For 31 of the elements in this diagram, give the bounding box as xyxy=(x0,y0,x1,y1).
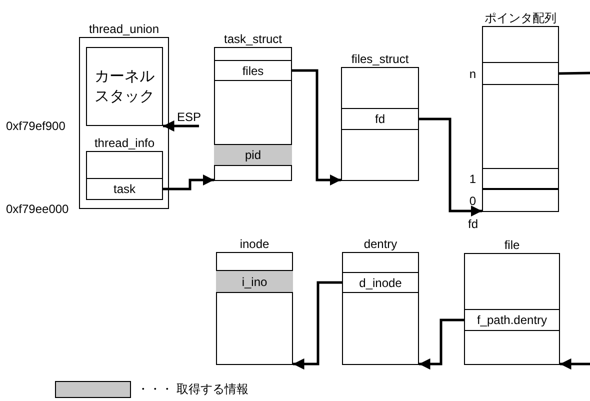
stack-box: カーネルスタック xyxy=(86,47,163,126)
struct-title: task_struct xyxy=(224,32,282,46)
address-label: 0xf79ee000 xyxy=(6,202,69,216)
struct-title: dentry xyxy=(364,237,398,251)
struct-title: file xyxy=(504,238,520,252)
pointer-arrow xyxy=(560,358,590,370)
legend-label: ・・・ 取得する情報 xyxy=(137,381,248,398)
index-label: 0 xyxy=(469,192,476,210)
pointer-arrow xyxy=(163,174,214,190)
field-row: i_ino xyxy=(216,270,293,293)
struct-title: inode xyxy=(240,237,270,251)
address-label: 0xf79ef900 xyxy=(6,119,66,133)
register-label: ESP xyxy=(177,110,199,125)
pointer-arrow xyxy=(163,120,199,132)
index-label: fd xyxy=(468,217,478,231)
field-row: pid xyxy=(214,144,292,166)
field-row: task xyxy=(86,178,163,200)
struct-title: files_struct xyxy=(351,52,409,66)
field-row: fd xyxy=(341,108,419,130)
index-label: n xyxy=(469,66,476,82)
pointer-arrow xyxy=(419,318,464,370)
pointer-arrow xyxy=(292,69,341,186)
field-row: f_path.dentry xyxy=(464,309,560,331)
pointer-arrow xyxy=(419,118,482,217)
struct-title: thread_union xyxy=(88,22,160,36)
index-label: 1 xyxy=(469,170,476,188)
struct-title: thread_info xyxy=(94,136,155,150)
field-row: files xyxy=(214,60,292,81)
struct-title: ポインタ配列 xyxy=(484,11,556,25)
pointer-arrow xyxy=(293,281,342,370)
field-row: d_inode xyxy=(342,272,419,293)
